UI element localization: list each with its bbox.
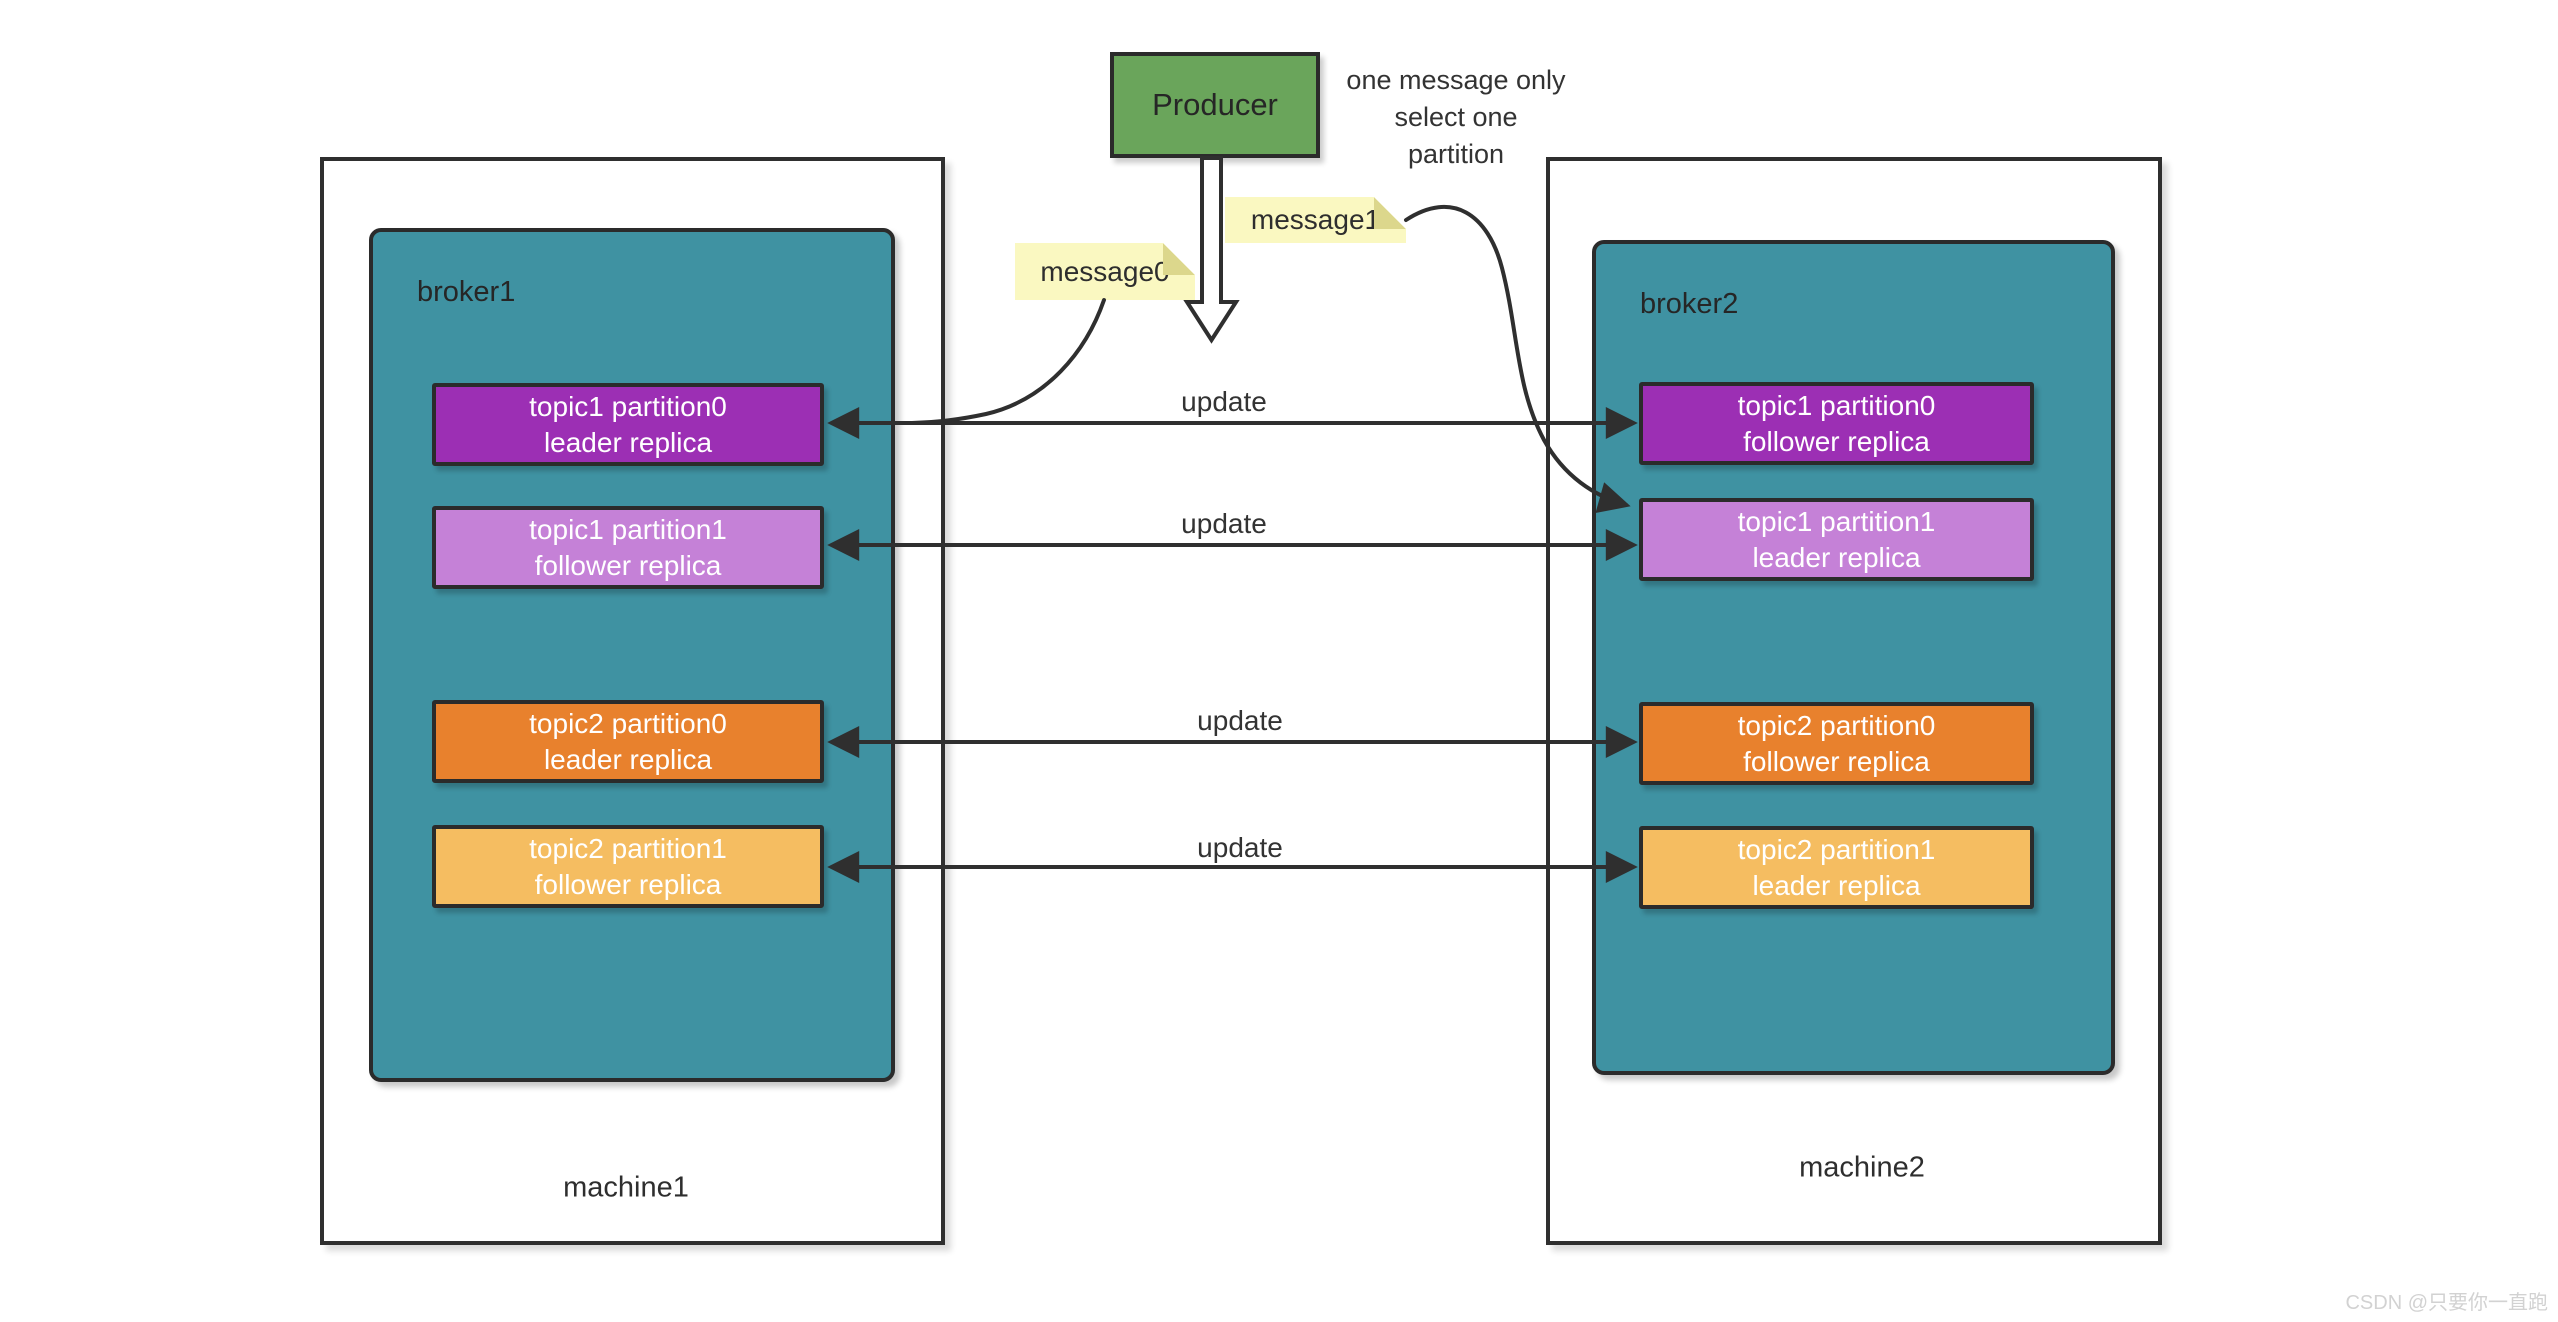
note-fold-corner bbox=[1374, 197, 1406, 229]
annotation-line: partition bbox=[1407, 139, 1505, 169]
update-label-1: update bbox=[1181, 386, 1267, 417]
partition-title: topic2 partition0 bbox=[1737, 709, 1936, 741]
broker1-box: broker1 bbox=[369, 228, 895, 1082]
partition-title: topic1 partition0 bbox=[1737, 389, 1936, 421]
partition-role: leader replica bbox=[543, 743, 713, 775]
update-label-2: update bbox=[1181, 508, 1267, 539]
annotation-line: select one bbox=[1394, 102, 1518, 132]
partition-title: topic1 partition1 bbox=[1737, 505, 1936, 537]
producer-box: Producer bbox=[1110, 52, 1320, 158]
partition-role: follower replica bbox=[534, 868, 722, 900]
partition-box-broker1-topic2-partition1: topic2 partition1 follower replica bbox=[432, 825, 824, 908]
partition-role: follower replica bbox=[534, 549, 722, 581]
watermark: CSDN @只要你一直跑 bbox=[2345, 1292, 2548, 1314]
producer-annotation: one message only select one partition bbox=[1332, 62, 1580, 173]
message1-label: message1 bbox=[1250, 204, 1381, 235]
partition-box-broker2-topic2-partition0: topic2 partition0 follower replica bbox=[1639, 702, 2034, 785]
partition-role: follower replica bbox=[1743, 745, 1930, 777]
partition-box-broker1-topic1-partition1: topic1 partition1 follower replica bbox=[432, 506, 824, 589]
broker2-box: broker2 bbox=[1592, 240, 2115, 1075]
broker2-label: broker2 bbox=[1640, 288, 1739, 320]
producer-label: Producer bbox=[1152, 87, 1278, 122]
annotation-line: one message only bbox=[1346, 65, 1566, 95]
producer-down-arrow bbox=[1183, 156, 1240, 344]
partition-title: topic2 partition1 bbox=[1737, 833, 1936, 865]
partition-box-broker2-topic2-partition1: topic2 partition1 leader replica bbox=[1639, 826, 2034, 909]
message0-label: message0 bbox=[1040, 255, 1170, 287]
message0-note: message0 bbox=[1015, 243, 1195, 300]
partition-role: leader replica bbox=[1752, 541, 1921, 573]
partition-role: leader replica bbox=[543, 426, 713, 458]
partition-box-broker1-topic2-partition0: topic2 partition0 leader replica bbox=[432, 700, 824, 783]
partition-title: topic2 partition0 bbox=[529, 707, 727, 739]
broker1-label: broker1 bbox=[417, 276, 516, 308]
note-fold-corner bbox=[1163, 243, 1195, 275]
message1-note: message1 bbox=[1225, 197, 1406, 243]
partition-box-broker2-topic1-partition0: topic1 partition0 follower replica bbox=[1639, 382, 2034, 465]
machine1-label: machine1 bbox=[563, 1171, 689, 1204]
update-label-4: update bbox=[1197, 832, 1283, 863]
partition-title: topic2 partition1 bbox=[529, 832, 727, 864]
partition-role: leader replica bbox=[1752, 869, 1921, 901]
partition-title: topic1 partition0 bbox=[529, 390, 727, 422]
partition-role: follower replica bbox=[1743, 425, 1930, 457]
partition-title: topic1 partition1 bbox=[529, 513, 727, 545]
update-label-3: update bbox=[1197, 705, 1283, 736]
partition-box-broker2-topic1-partition1: topic1 partition1 leader replica bbox=[1639, 498, 2034, 581]
partition-box-broker1-topic1-partition0: topic1 partition0 leader replica bbox=[432, 383, 824, 466]
machine2-label: machine2 bbox=[1799, 1151, 1925, 1184]
